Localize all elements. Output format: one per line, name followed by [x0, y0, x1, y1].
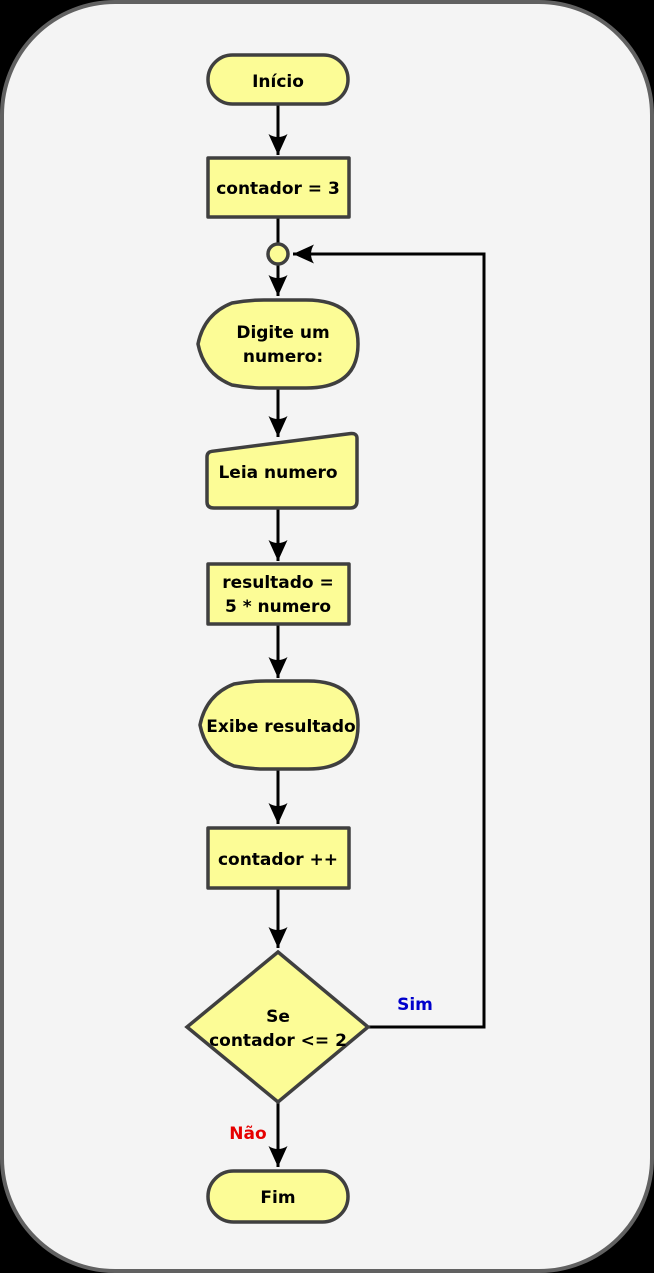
branch-label-yes: Sim	[397, 995, 433, 1015]
node-start-label: Início	[252, 72, 304, 92]
node-output-result	[198, 679, 360, 771]
node-decision-line2: contador <= 2	[209, 1031, 347, 1051]
node-assign-resultado-line2: 5 * numero	[225, 597, 331, 617]
node-decision-line1: Se	[266, 1007, 290, 1027]
node-output-result-label: Exibe resultado	[206, 717, 355, 737]
node-end-label: Fim	[260, 1188, 295, 1208]
node-loop-connector	[266, 242, 290, 266]
node-increment	[206, 826, 351, 890]
branch-labels: Sim Não	[229, 995, 433, 1144]
edge-decision-loopback-yes-branch	[293, 244, 486, 1029]
node-input-read	[205, 431, 359, 510]
node-output-prompt	[196, 298, 360, 390]
branch-label-no: Não	[229, 1124, 266, 1144]
node-assign-contador-label: contador = 3	[216, 179, 340, 199]
node-input-read-label: Leia numero	[218, 463, 337, 483]
edges	[268, 104, 486, 1167]
node-output-prompt-line2: numero:	[243, 347, 323, 367]
node-increment-label: contador ++	[218, 850, 338, 870]
nodes: Início contador = 3 Digite um numero: Le…	[184, 53, 371, 1224]
node-output-prompt-line1: Digite um	[236, 323, 329, 343]
node-end-terminal	[206, 1169, 350, 1224]
node-assign-resultado	[206, 562, 351, 626]
node-decision	[184, 949, 371, 1105]
node-start-terminal	[206, 53, 350, 106]
node-assign-contador	[206, 156, 351, 219]
node-assign-resultado-line1: resultado =	[222, 573, 334, 593]
